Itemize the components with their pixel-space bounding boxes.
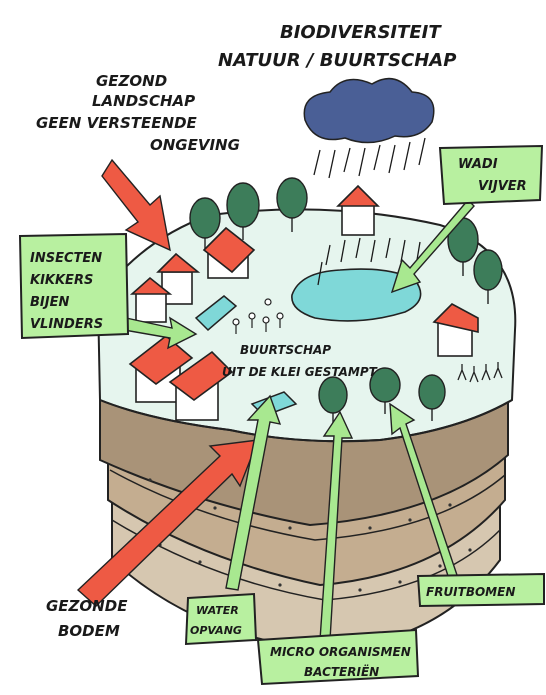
house [128, 334, 194, 403]
tree [318, 376, 348, 414]
green-arrow-water [225, 394, 282, 591]
green-arrows [123, 198, 475, 641]
water-pool [194, 295, 238, 332]
box-water: WATER OPVANG [184, 592, 258, 646]
box-fruit: FRUITBOMEN [416, 572, 545, 608]
house [336, 184, 380, 236]
svg-text:VLINDERS: VLINDERS [30, 317, 103, 332]
svg-text:BUURTSCHAP: BUURTSCHAP [240, 343, 331, 357]
house [156, 252, 201, 305]
house [202, 226, 256, 279]
people [457, 362, 503, 383]
svg-text:BACTERIËN: BACTERIËN [304, 664, 379, 679]
svg-text:WATER: WATER [196, 604, 239, 617]
green-arrow-species [123, 316, 198, 350]
svg-text:KIKKERS: KIKKERS [30, 273, 93, 288]
rain-cloud [303, 77, 435, 286]
soil-label: GEZONDE BODEM [46, 597, 128, 640]
green-arrow-wadi [390, 198, 475, 294]
svg-text:OPVANG: OPVANG [190, 624, 242, 637]
svg-text:GEEN VERSTEENDE: GEEN VERSTEENDE [36, 114, 198, 132]
title-line-2: NATUUR / BUURTSCHAP [218, 50, 456, 71]
pond [291, 268, 422, 322]
tree [189, 197, 221, 239]
neighbourhood-label: BUURTSCHAP UIT DE KLEI GESTAMPT [222, 343, 378, 379]
house [129, 276, 173, 323]
box-species: INSECTEN KIKKERS BIJEN VLINDERS [18, 232, 130, 340]
title-line-1: BIODIVERSITEIT [280, 22, 442, 43]
tree [473, 249, 503, 291]
houses [128, 184, 479, 421]
svg-text:INSECTEN: INSECTEN [30, 251, 102, 266]
landscape-label: GEZOND LANDSCHAP GEEN VERSTEENDE ONGEVIN… [36, 72, 240, 154]
svg-text:BODEM: BODEM [58, 622, 120, 640]
tree [226, 182, 260, 228]
house [168, 350, 234, 421]
green-arrow-micro [319, 410, 354, 641]
svg-text:VIJVER: VIJVER [478, 179, 527, 194]
box-micro: MICRO ORGANISMEN BACTERIËN [256, 628, 420, 686]
svg-text:WADI: WADI [458, 157, 498, 172]
box-wadi: WADI VIJVER [438, 144, 544, 206]
svg-text:MICRO ORGANISMEN: MICRO ORGANISMEN [270, 645, 411, 659]
svg-text:BIJEN: BIJEN [30, 295, 69, 310]
tree [418, 374, 446, 410]
svg-text:LANDSCHAP: LANDSCHAP [92, 92, 195, 110]
green-arrow-fruit [389, 402, 459, 583]
house [432, 303, 479, 357]
soil-stripe [109, 469, 506, 541]
trees [189, 177, 503, 425]
flowers [232, 298, 284, 334]
red-arrow-landscape [101, 158, 171, 252]
svg-text:GEZOND: GEZOND [96, 72, 167, 90]
svg-text:GEZONDE: GEZONDE [46, 597, 128, 615]
red-arrow-soil [76, 439, 260, 607]
svg-text:UIT DE KLEI GESTAMPT: UIT DE KLEI GESTAMPT [222, 365, 378, 379]
tree [276, 177, 308, 219]
svg-text:ONGEVING: ONGEVING [150, 136, 240, 154]
svg-text:FRUITBOMEN: FRUITBOMEN [426, 585, 515, 599]
ground-edge [99, 399, 513, 443]
